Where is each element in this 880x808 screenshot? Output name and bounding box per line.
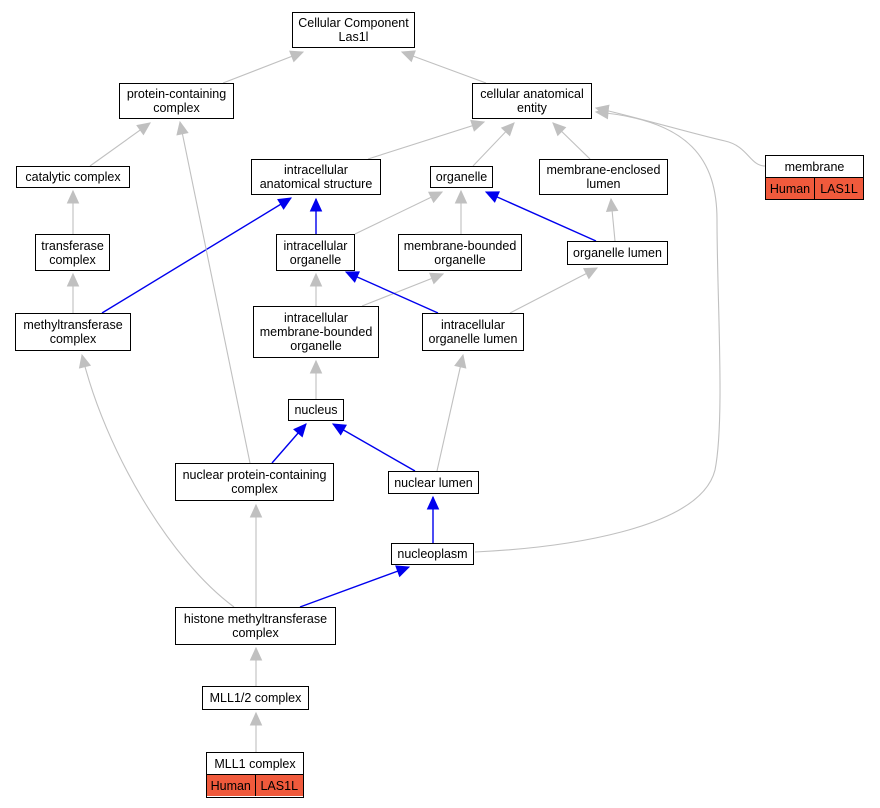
edge-anatomical-entity-to-root — [401, 51, 487, 84]
edge-nuclear-lumen-to-nucleus-arrowhead — [331, 423, 347, 436]
edge-intracellular-organelle-to-structure-arrowhead — [309, 197, 323, 212]
edge-nucleoplasm-to-entity — [474, 111, 721, 553]
edge-nuclear-complex-to-protein-complex-arrowhead — [176, 120, 189, 136]
node-mll1-2-complex[interactable]: MLL1/2 complex — [202, 686, 309, 710]
edge-im-bounded-to-membrane-bounded — [361, 273, 444, 307]
edge-histone-to-methyltransferase — [81, 354, 235, 608]
edge-membrane-bounded-to-organelle-arrowhead — [454, 189, 468, 204]
edge-intracellular-structure-to-entity-arrowhead — [470, 119, 486, 132]
node-organelle[interactable]: organelle — [430, 166, 493, 188]
edge-histone-to-nucleoplasm — [299, 566, 410, 608]
edge-nucleus-to-im-bounded-arrowhead — [309, 359, 323, 374]
annotation-species: Human — [207, 775, 255, 796]
edge-methyltransferase-to-intracellular-structure-arrowhead — [277, 197, 293, 210]
edge-mll12-to-histone-arrowhead — [249, 646, 263, 661]
edge-transferase-to-catalytic-arrowhead — [66, 189, 80, 204]
edge-organelle-lumen-to-membrane-enclosed-lumen-arrowhead — [605, 197, 619, 213]
edge-protein-complex-to-root — [222, 51, 304, 84]
node-nucleoplasm[interactable]: nucleoplasm — [391, 543, 474, 565]
edge-nucleoplasm-to-entity-arrowhead — [594, 106, 610, 120]
edge-nuclear-lumen-to-nucleus — [332, 423, 416, 472]
edge-io-lumen-to-organelle-lumen — [509, 267, 598, 314]
edge-mll1-to-mll12-arrowhead — [249, 711, 263, 726]
edge-histone-to-methyltransferase-arrowhead — [78, 353, 92, 369]
edge-membrane-enclosed-lumen-to-entity-arrowhead — [552, 122, 567, 137]
edge-nuclear-lumen-to-io-lumen — [436, 354, 464, 472]
annotation-gene: LAS1L — [814, 178, 863, 199]
edge-intracellular-structure-to-entity — [367, 121, 485, 160]
node-nucleus[interactable]: nucleus — [288, 399, 344, 421]
edge-protein-complex-to-root-arrowhead — [289, 50, 305, 63]
edge-membrane-to-entity — [595, 107, 766, 167]
annotation-gene: LAS1L — [254, 775, 303, 796]
node-mll1-complex-label: MLL1 complex — [207, 753, 303, 775]
edge-catalytic-to-protein-complex-arrowhead — [136, 122, 151, 136]
edge-nuclear-complex-to-protein-complex — [179, 121, 251, 464]
annotation-species: Human — [766, 178, 814, 199]
edge-nuclear-lumen-to-io-lumen-arrowhead — [454, 353, 467, 369]
edge-im-bounded-to-membrane-bounded-arrowhead — [429, 272, 445, 285]
edge-intracellular-organelle-to-organelle — [354, 191, 443, 235]
edge-methyltransferase-to-transferase-arrowhead — [66, 272, 80, 287]
edge-io-lumen-to-organelle-lumen-arrowhead — [583, 267, 599, 280]
edge-io-lumen-to-intracellular-organelle — [345, 271, 439, 314]
annotation-row: Human LAS1L — [207, 775, 303, 796]
edge-organelle-lumen-to-organelle-arrowhead — [484, 191, 500, 203]
edge-methyltransferase-to-intracellular-structure — [101, 197, 292, 314]
edge-anatomical-entity-to-root-arrowhead — [400, 50, 416, 63]
node-membrane-label: membrane — [766, 156, 863, 178]
node-catalytic-complex[interactable]: catalytic complex — [16, 166, 130, 188]
node-organelle-lumen[interactable]: organelle lumen — [567, 241, 668, 265]
edge-histone-to-nuclear-complex-arrowhead — [249, 503, 263, 518]
edge-organelle-to-entity-arrowhead — [500, 122, 515, 137]
node-mll1-complex[interactable]: MLL1 complex Human LAS1L — [206, 752, 304, 798]
edge-nuclear-complex-to-nucleus-arrowhead — [293, 423, 307, 438]
edge-im-bounded-to-intracellular-organelle-arrowhead — [309, 272, 323, 287]
node-nuclear-lumen[interactable]: nuclear lumen — [388, 471, 479, 494]
node-membrane[interactable]: membrane Human LAS1L — [765, 155, 864, 200]
edge-histone-to-nucleoplasm-arrowhead — [395, 565, 411, 578]
edge-nucleoplasm-to-nuclear-lumen-arrowhead — [426, 495, 440, 510]
annotation-row: Human LAS1L — [766, 178, 863, 199]
edge-organelle-lumen-to-organelle — [485, 191, 597, 242]
edge-io-lumen-to-intracellular-organelle-arrowhead — [344, 271, 360, 283]
edge-intracellular-organelle-to-organelle-arrowhead — [428, 191, 444, 204]
